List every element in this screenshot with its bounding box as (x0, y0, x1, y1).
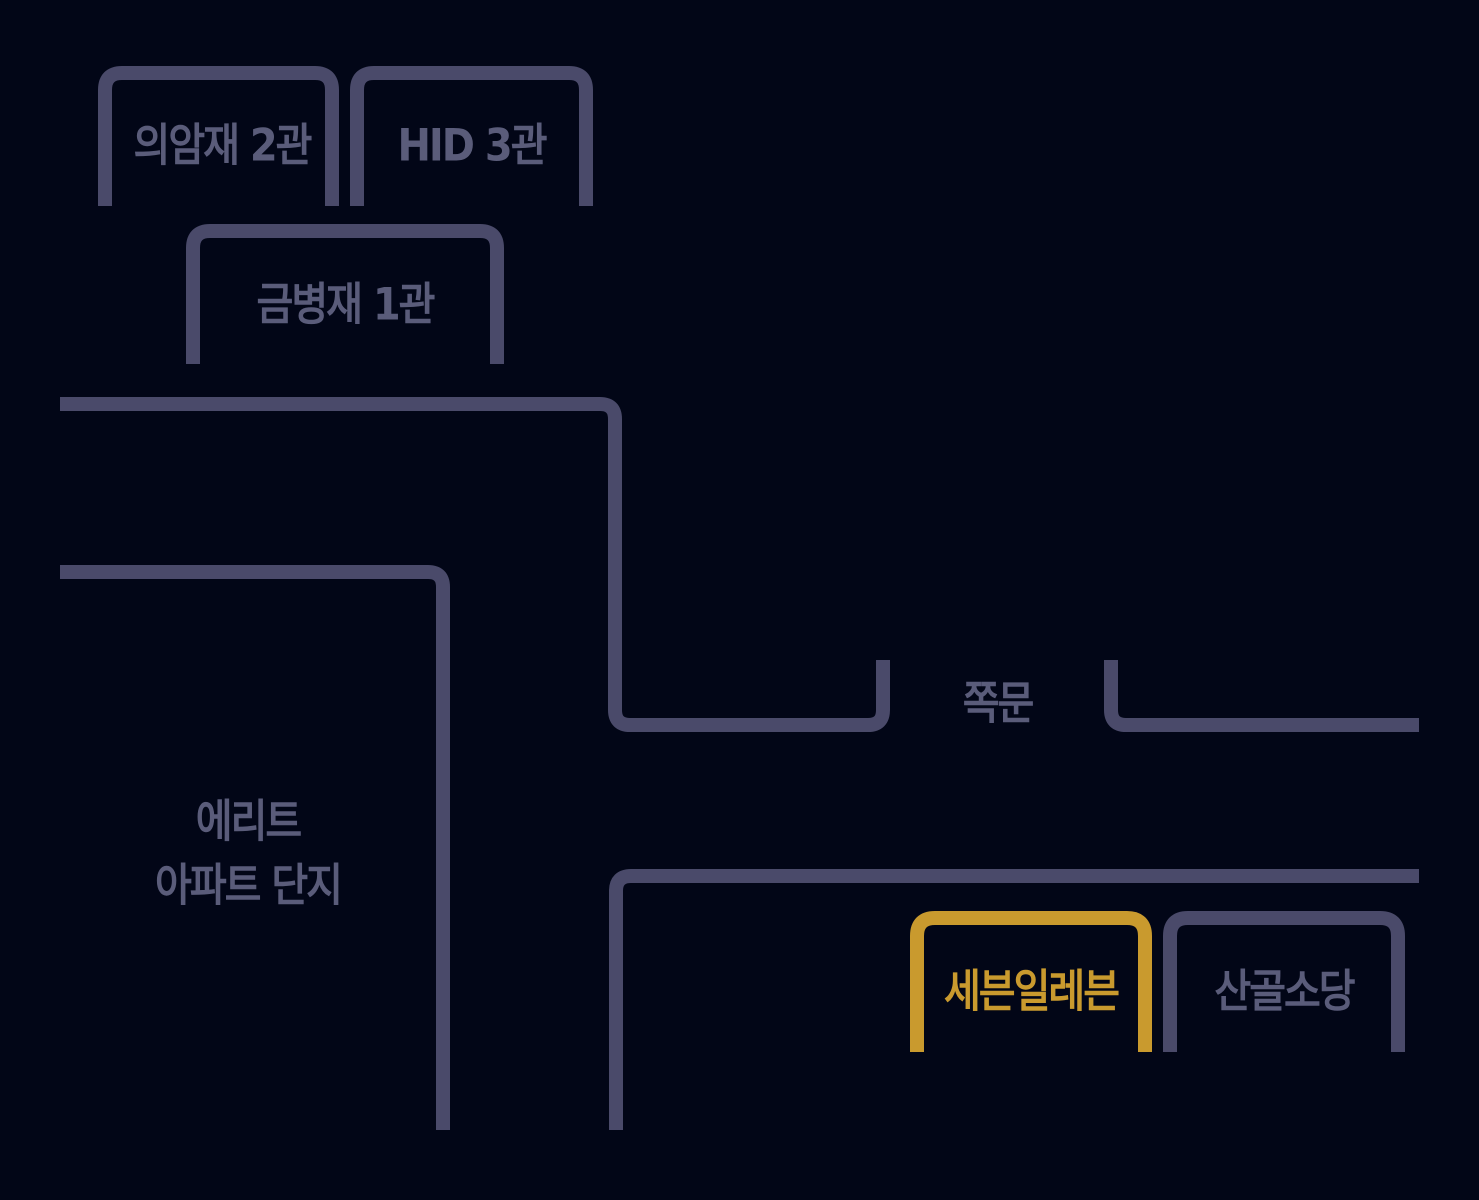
building-outline-sangol-sodang (1163, 911, 1405, 1052)
label-uiamjae-2[interactable]: 의암재 2관 (133, 120, 313, 172)
road-edge-right-upper (1104, 660, 1419, 732)
building-outline-geumbyeongjae-1 (186, 224, 504, 364)
label-geumbyeongjae-1[interactable]: 금병재 1관 (256, 279, 436, 331)
label-elite-apartment-line2[interactable]: 아파트 단지 (155, 860, 343, 912)
building-outline-uiamjae-2 (98, 66, 339, 206)
label-seven-eleven[interactable]: 세븐일레븐 (944, 966, 1120, 1018)
label-side-gate[interactable]: 쪽문 (962, 678, 1035, 730)
building-outline-hid-3 (350, 66, 593, 206)
road-edge-apartment (60, 565, 450, 1130)
building-outline-seven-eleven (910, 911, 1152, 1052)
road-edge-upper (60, 397, 890, 732)
label-hid-3[interactable]: HID 3관 (397, 120, 547, 172)
label-elite-apartment-line1[interactable]: 에리트 (195, 796, 302, 848)
label-sangol-sodang[interactable]: 산골소당 (1214, 966, 1355, 1018)
road-edge-lower (609, 869, 1419, 1130)
